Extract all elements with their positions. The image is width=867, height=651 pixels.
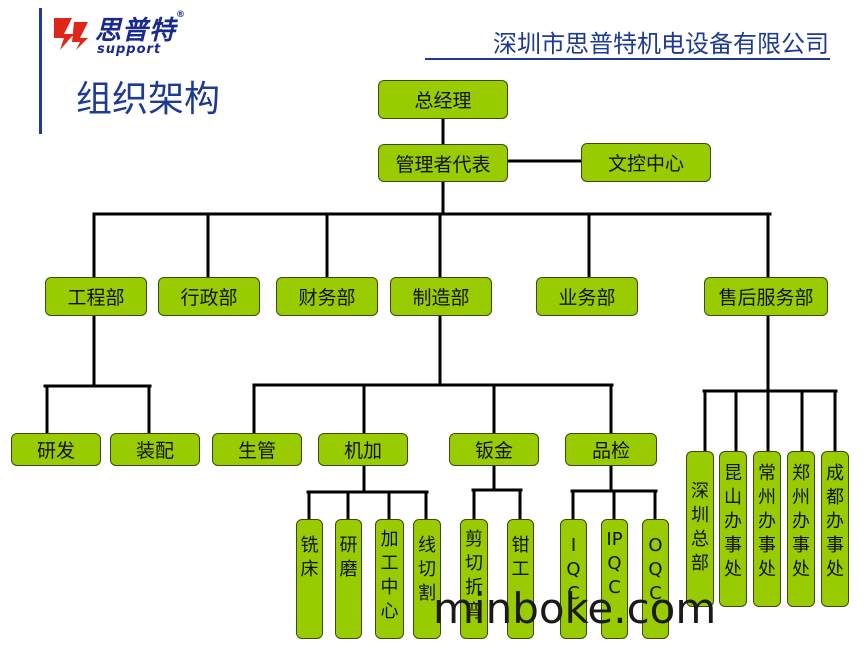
node-machining-center: 加工中心	[375, 519, 404, 639]
node-kunshan-office: 昆山办事处	[719, 451, 747, 607]
node-engineering: 工程部	[45, 277, 147, 316]
company-name: 深圳市思普特机电设备有限公司	[493, 30, 829, 58]
node-grinding: 研磨	[335, 519, 362, 639]
node-ipqc: IPQC	[601, 519, 628, 639]
node-shear-bend: 剪切折弯	[460, 519, 488, 639]
watermark-text: minboke.com	[433, 584, 717, 633]
node-zhengzhou-office: 郑州办事处	[787, 451, 815, 607]
node-iqc: IQC	[560, 519, 587, 639]
node-finance: 财务部	[276, 277, 378, 316]
node-doc-center: 文控中心	[581, 143, 711, 182]
node-after-sales: 售后服务部	[704, 277, 828, 316]
company-logo: 思普特® support	[50, 8, 215, 58]
node-sheet-metal: 钣金	[449, 433, 539, 466]
node-machining: 机加	[318, 433, 408, 466]
node-assembly: 装配	[110, 433, 200, 466]
node-rnd: 研发	[11, 433, 101, 466]
node-milling: 铣床	[296, 519, 323, 639]
node-oqc: OQC	[642, 519, 669, 639]
node-production-mgmt: 生管	[212, 433, 302, 466]
page-title: 组织架构	[76, 79, 221, 120]
node-mgmt-rep: 管理者代表	[378, 144, 508, 182]
logo-english: support	[97, 42, 162, 57]
node-changzhou-office: 常州办事处	[753, 451, 781, 607]
node-manufacturing: 制造部	[390, 277, 492, 316]
node-shenzhen-hq: 深圳总部	[686, 451, 714, 607]
node-quality: 品检	[565, 433, 657, 466]
node-business: 业务部	[536, 277, 638, 316]
node-fitter: 钳工	[507, 519, 534, 639]
node-ceo: 总经理	[378, 80, 508, 119]
node-wire-cutting: 线切割	[413, 519, 441, 639]
logo-chinese: 思普特®	[95, 10, 187, 46]
header-left-bar	[39, 8, 42, 134]
node-admin: 行政部	[158, 277, 260, 316]
node-chengdu-office: 成都办事处	[821, 451, 849, 607]
header-underline	[425, 58, 830, 60]
logo-mark-icon	[54, 18, 88, 50]
